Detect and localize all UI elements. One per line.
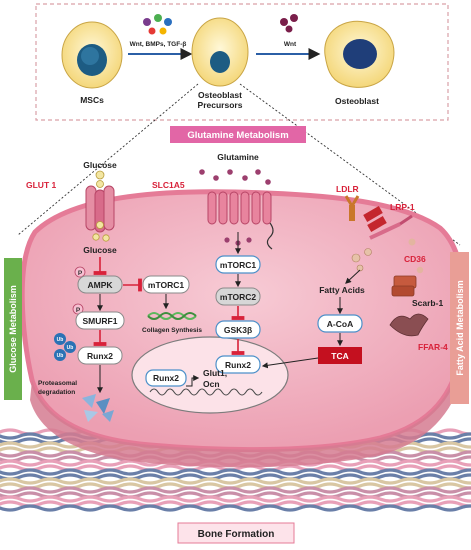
- banner-glucose: [4, 258, 22, 400]
- node-ampk-label: AMPK: [87, 280, 113, 290]
- label-fatty-acids: Fatty Acids: [319, 285, 365, 295]
- label-lrp1: LRP-1: [390, 202, 415, 212]
- node-tca-label: TCA: [331, 351, 348, 361]
- cd36-receptor: [369, 214, 416, 246]
- banner-fatty-acid: [450, 252, 469, 404]
- msc-cell: [61, 21, 123, 89]
- bone-fiber: [0, 473, 471, 481]
- ldlr-receptor: [344, 195, 360, 221]
- label-targets-2: Ocn: [203, 379, 220, 389]
- node-runx2-left-label: Runx2: [87, 351, 113, 361]
- fatty-acid-particles: [351, 248, 372, 272]
- slc1a5-transporter: [207, 191, 274, 250]
- node-runx2-left: [77, 346, 123, 365]
- bone-fiber: [0, 468, 471, 476]
- node-runx2-mid: [215, 355, 261, 374]
- label-glutamine: Glutamine: [217, 152, 259, 162]
- bone-fiber: [0, 491, 471, 499]
- bone-fiber: [0, 495, 471, 503]
- degraded-fragments: [82, 394, 114, 422]
- signal-molecules-2: [280, 14, 298, 33]
- collagen-helix: [147, 312, 197, 320]
- label-slc1a5: SLC1A5: [152, 180, 185, 190]
- ub-3: Ub: [57, 353, 64, 359]
- label-mscs: MSCs: [80, 95, 104, 105]
- label-collagen: Collagen Synthesis: [142, 327, 202, 334]
- banner-glutamine: [170, 126, 306, 143]
- node-smurf1: [75, 311, 125, 330]
- banner-fatty-acid-text: Fatty Acid Metabolism: [455, 280, 465, 375]
- banner-bone: [177, 522, 295, 544]
- node-ampk: [77, 275, 123, 294]
- label-targets-1: Glut1,: [203, 368, 227, 378]
- bone-fiber: [0, 464, 471, 472]
- differentiation-panel: [35, 3, 449, 121]
- arrow-runx2-targets: [186, 375, 200, 387]
- node-mtorc1-left-label: mTORC1: [148, 280, 184, 290]
- banner-glucose-text: Glucose Metabolism: [8, 285, 18, 373]
- ub-1: Ub: [57, 337, 64, 343]
- phospho-1-label: P: [78, 270, 83, 277]
- bone-fiber: [0, 482, 471, 490]
- label-osteoblast: Osteoblast: [335, 96, 379, 106]
- node-acoa-label: A-CoA: [327, 319, 353, 329]
- label-ldlr: LDLR: [336, 184, 359, 194]
- signal-molecules-1: [143, 14, 172, 35]
- phospho-2-label: P: [76, 307, 81, 314]
- bone-fiber: [0, 477, 471, 485]
- node-mtorc2: [215, 287, 261, 306]
- node-mtorc1-mid: [215, 255, 261, 274]
- node-gsk3b-label: GSK3β: [224, 325, 252, 335]
- arrow-uptake-fa: [345, 269, 361, 284]
- bone-fiber: [0, 504, 471, 512]
- label-precursor-2: Precursors: [198, 100, 243, 110]
- scarb1-receptor: [391, 266, 424, 297]
- label-proteasome-1: Proteasomal: [38, 380, 77, 387]
- arrow-tca-runx2: [261, 357, 319, 369]
- node-tca: [318, 347, 362, 364]
- label-cd36: CD36: [404, 254, 426, 264]
- node-runx2-nucleus: [145, 369, 187, 387]
- node-gsk3b: [215, 320, 261, 339]
- node-mtorc2-label: mTORC2: [220, 292, 256, 302]
- node-smurf1-label: SMURF1: [83, 316, 118, 326]
- bone-fiber: [0, 500, 471, 508]
- node-runx2-mid-label: Runx2: [225, 360, 251, 370]
- osteoblast-cell: [324, 20, 395, 88]
- projection-left: [17, 83, 199, 236]
- bone-fiber: [0, 486, 471, 494]
- dna-strand: [149, 388, 263, 396]
- glut1-transporter: [85, 170, 115, 242]
- label-scarb1: Scarb-1: [412, 298, 443, 308]
- glutamine-molecules: [199, 169, 271, 185]
- projection-right: [239, 83, 461, 246]
- label-glucose-in: Glucose: [83, 245, 117, 255]
- lrp1-receptor: [363, 206, 387, 232]
- label-glucose-top: Glucose: [83, 160, 117, 170]
- banner-bone-text: Bone Formation: [198, 529, 275, 540]
- banner-glutamine-text: Glutamine Metabolism: [187, 130, 288, 141]
- node-runx2-nucleus-label: Runx2: [153, 373, 179, 383]
- signal-label-2: Wnt: [284, 41, 297, 48]
- phospho-1: [74, 266, 86, 278]
- label-ffar4: FFAR-4: [418, 342, 448, 352]
- precursor-cell: [191, 17, 249, 87]
- label-glut1: GLUT 1: [26, 180, 56, 190]
- ub-2: Ub: [67, 345, 74, 351]
- node-acoa: [317, 314, 363, 333]
- ffar4-receptor: [389, 313, 429, 337]
- label-precursor-1: Osteoblast: [198, 90, 242, 100]
- signal-label-1: Wnt, BMPs, TGF-β: [130, 41, 187, 48]
- node-mtorc1-mid-label: mTORC1: [220, 260, 256, 270]
- node-mtorc1-left: [142, 275, 190, 294]
- ubiquitin-cluster: [54, 333, 76, 361]
- label-proteasome-2: degradation: [38, 389, 75, 396]
